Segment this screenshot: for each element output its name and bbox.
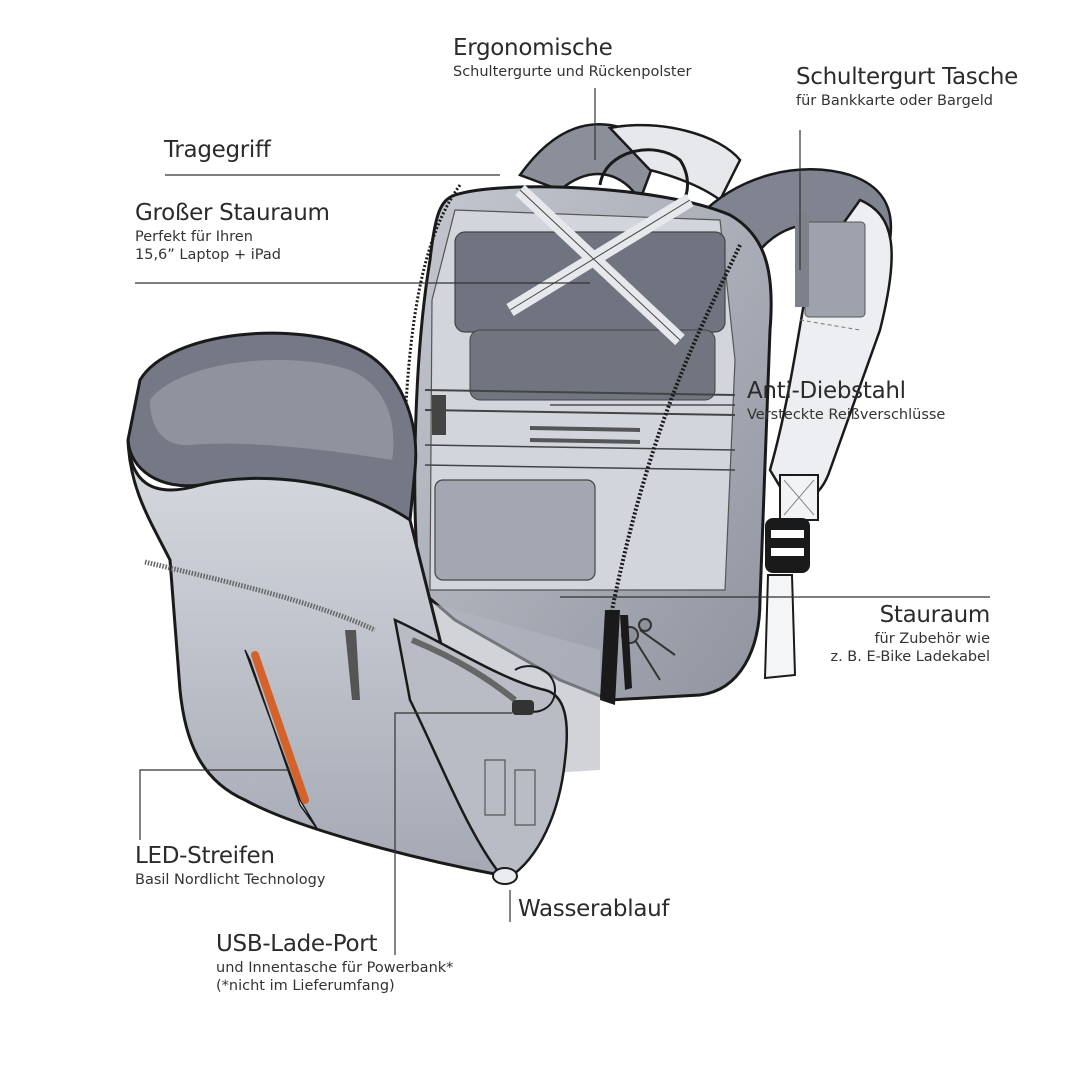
carry-handle — [598, 148, 689, 207]
buckle-icon — [765, 518, 810, 573]
water-drain — [492, 867, 518, 885]
label-usb: USB-Lade-Port und Innentasche für Powerb… — [216, 930, 453, 995]
label-usb-title: USB-Lade-Port — [216, 931, 378, 957]
label-storage-large-line1: Perfekt für Ihren — [135, 228, 253, 245]
strap-pocket — [804, 221, 866, 318]
label-anti-theft-line1: Versteckte Reißverschlüsse — [747, 406, 946, 423]
label-storage-line1: für Zubehör wie — [874, 630, 990, 647]
tablet-pocket — [434, 479, 596, 581]
led-strip — [251, 651, 309, 804]
label-storage: Stauraum für Zubehör wie z. B. E-Bike La… — [830, 601, 990, 666]
zipper-icon — [608, 244, 742, 621]
label-led: LED-Streifen Basil Nordlicht Technology — [135, 842, 325, 889]
label-storage-title: Stauraum — [879, 602, 991, 628]
label-anti-theft-title: Anti-Diebstahl — [747, 378, 906, 404]
label-handle: Tragegriff — [164, 136, 271, 165]
label-usb-line1: und Innentasche für Powerbank* — [216, 959, 454, 976]
label-storage-large-title: Großer Stauraum — [135, 200, 330, 226]
label-ergonomic-line1: Schultergurte und Rückenpolster — [453, 63, 692, 80]
shoulder-strap-left — [518, 123, 742, 203]
front-flap — [126, 331, 569, 885]
label-anti-theft: Anti-Diebstahl Versteckte Reißverschlüss… — [747, 377, 945, 424]
label-led-line1: Basil Nordlicht Technology — [135, 871, 326, 888]
label-storage-large: Großer Stauraum Perfekt für Ihren 15,6” … — [135, 199, 330, 264]
label-drain: Wasserablauf — [518, 895, 670, 924]
label-drain-title: Wasserablauf — [518, 896, 670, 922]
label-strap-pocket-line1: für Bankkarte oder Bargeld — [796, 92, 993, 109]
label-storage-line2: z. B. E-Bike Ladekabel — [830, 648, 990, 665]
label-strap-pocket-title: Schultergurt Tasche — [796, 64, 1018, 90]
label-usb-line2: (*nicht im Lieferumfang) — [216, 977, 395, 994]
main-compartment — [403, 184, 773, 775]
label-ergonomic-title: Ergonomische — [453, 35, 613, 61]
label-led-title: LED-Streifen — [135, 843, 275, 869]
leader-lines — [135, 88, 990, 955]
shoulder-strap-right — [697, 168, 893, 680]
label-handle-title: Tragegriff — [164, 137, 271, 163]
label-ergonomic: Ergonomische Schultergurte und Rückenpol… — [453, 34, 691, 81]
label-storage-large-line2: 15,6” Laptop + iPad — [135, 246, 281, 263]
usb-port — [512, 700, 534, 715]
label-strap-pocket: Schultergurt Tasche für Bankkarte oder B… — [796, 63, 1018, 110]
